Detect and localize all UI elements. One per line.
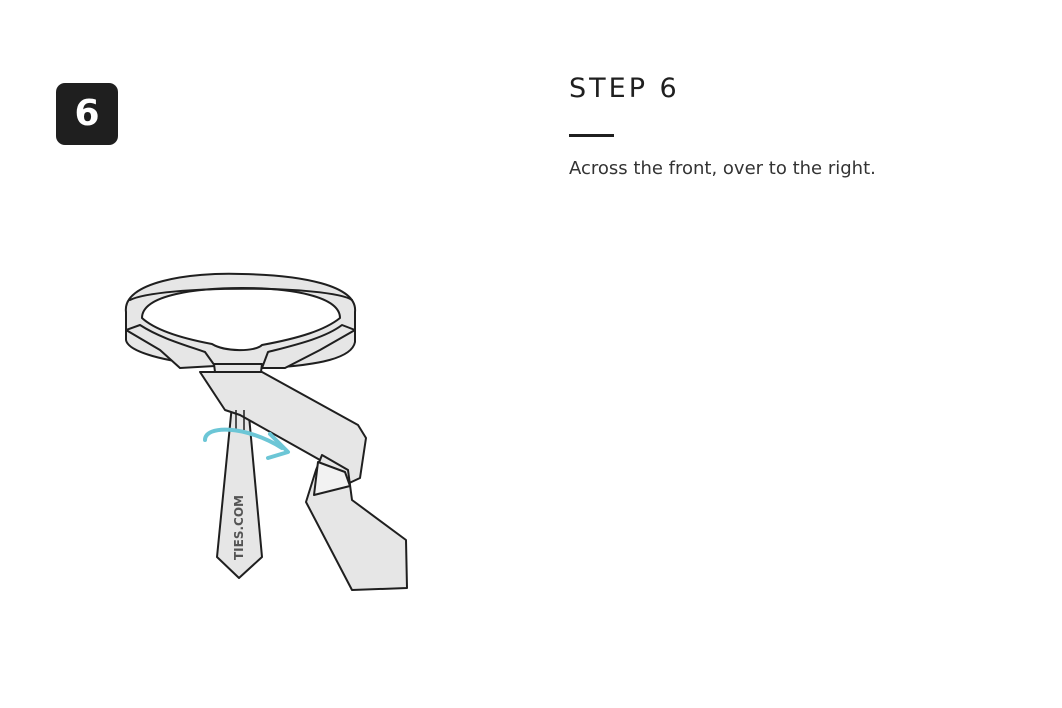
tie-watermark: TIES.COM (232, 495, 246, 560)
step-description: Across the front, over to the right. (569, 158, 876, 179)
tie-step-illustration: TIES.COM (124, 272, 408, 591)
step-number-badge: 6 (56, 83, 118, 145)
arrow-icon (203, 427, 290, 460)
step-text-column: STEP 6 Across the front, over to the rig… (569, 70, 1029, 182)
title-divider (569, 134, 614, 137)
step-title: STEP 6 (569, 73, 680, 104)
step-number: 6 (74, 93, 100, 134)
